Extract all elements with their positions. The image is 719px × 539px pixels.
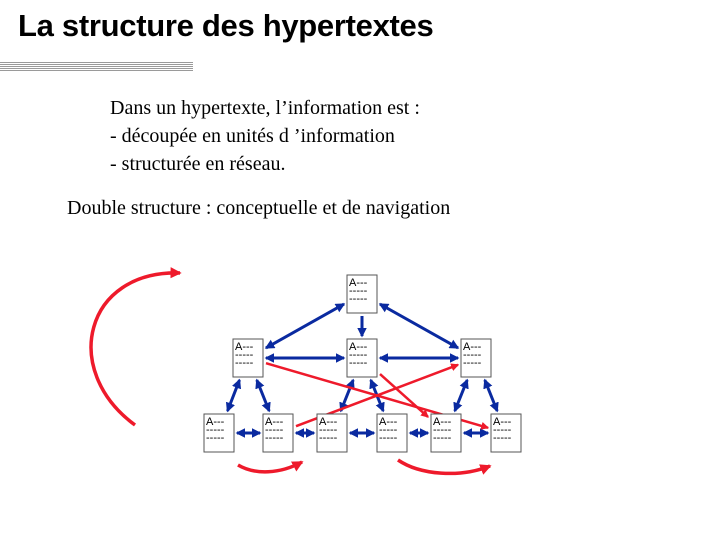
page-title: La structure des hypertextes xyxy=(18,8,434,43)
hypertext-node-n7: A------------- xyxy=(376,413,408,453)
link-n2-n8 xyxy=(379,373,429,418)
network-links xyxy=(225,302,499,438)
node-box xyxy=(346,338,378,378)
node-text-line1: A--- xyxy=(433,416,452,428)
node-box xyxy=(262,413,294,453)
node-text-line3: ----- xyxy=(235,357,254,369)
node-text-line3: ----- xyxy=(349,357,368,369)
node-text-line2: ----- xyxy=(319,424,338,436)
node-text-line3: ----- xyxy=(463,357,482,369)
node-text-line1: A--- xyxy=(206,416,225,428)
hypertext-node-n2: A------------- xyxy=(346,338,378,378)
double-structure-text: Double structure : conceptuelle et de na… xyxy=(67,197,451,219)
hypertext-node-n8: A------------- xyxy=(430,413,462,453)
node-text-line1: A--- xyxy=(493,416,512,428)
link-n3-n9 xyxy=(483,378,499,413)
intro-line-1: Dans un hypertexte, l’information est : xyxy=(110,97,420,119)
node-box xyxy=(376,413,408,453)
intro-line-3: - structurée en réseau. xyxy=(110,153,286,175)
node-box xyxy=(460,338,492,378)
link-n2-n6 xyxy=(339,378,355,413)
node-box xyxy=(346,274,378,314)
node-text-line1: A--- xyxy=(349,341,368,353)
node-text-line3: ----- xyxy=(349,293,368,305)
node-text-line3: ----- xyxy=(319,432,338,444)
curved-link-bottom-left xyxy=(237,460,304,474)
node-text-line2: ----- xyxy=(349,349,368,361)
link-n0-n1 xyxy=(264,302,346,350)
curved-link-outer-left xyxy=(89,267,182,427)
node-box xyxy=(203,413,235,453)
node-box xyxy=(430,413,462,453)
intro-text: Dans un hypertexte, l’information est : … xyxy=(110,94,420,178)
node-text-line1: A--- xyxy=(265,416,284,428)
node-text-line2: ----- xyxy=(433,424,452,436)
hypertext-node-n4: A------------- xyxy=(203,413,235,453)
node-text-line2: ----- xyxy=(206,424,225,436)
node-text-line1: A--- xyxy=(319,416,338,428)
node-text-line2: ----- xyxy=(379,424,398,436)
hypertext-node-n3: A------------- xyxy=(460,338,492,378)
intro-line-2: - découpée en unités d ’information xyxy=(110,125,395,147)
node-text-line2: ----- xyxy=(463,349,482,361)
node-text-line2: ----- xyxy=(349,285,368,297)
hypertext-node-n1: A------------- xyxy=(232,338,264,378)
link-n3-n8 xyxy=(453,378,469,413)
node-text-line3: ----- xyxy=(493,432,512,444)
node-text-line3: ----- xyxy=(265,432,284,444)
node-text-line2: ----- xyxy=(265,424,284,436)
hypertext-node-n0: A------------- xyxy=(346,274,378,314)
title-underline-rule xyxy=(0,62,193,71)
node-text-line3: ----- xyxy=(206,432,225,444)
node-box xyxy=(316,413,348,453)
hypertext-node-n5: A------------- xyxy=(262,413,294,453)
network-nodes: A-------------A-------------A-----------… xyxy=(203,274,522,453)
node-text-line1: A--- xyxy=(235,341,254,353)
hypertext-node-n6: A------------- xyxy=(316,413,348,453)
hypertext-node-n9: A------------- xyxy=(490,413,522,453)
node-text-line2: ----- xyxy=(493,424,512,436)
curved-link-bottom-right xyxy=(397,458,492,476)
node-text-line3: ----- xyxy=(433,432,452,444)
node-text-line3: ----- xyxy=(379,432,398,444)
node-text-line1: A--- xyxy=(349,277,368,289)
node-text-line1: A--- xyxy=(463,341,482,353)
link-n1-n5 xyxy=(255,378,271,413)
link-n0-n3 xyxy=(378,302,460,350)
node-box xyxy=(490,413,522,453)
navigation-curves xyxy=(89,267,492,476)
node-box xyxy=(232,338,264,378)
node-text-line2: ----- xyxy=(235,349,254,361)
link-n1-n4 xyxy=(225,378,242,413)
node-text-line1: A--- xyxy=(379,416,398,428)
